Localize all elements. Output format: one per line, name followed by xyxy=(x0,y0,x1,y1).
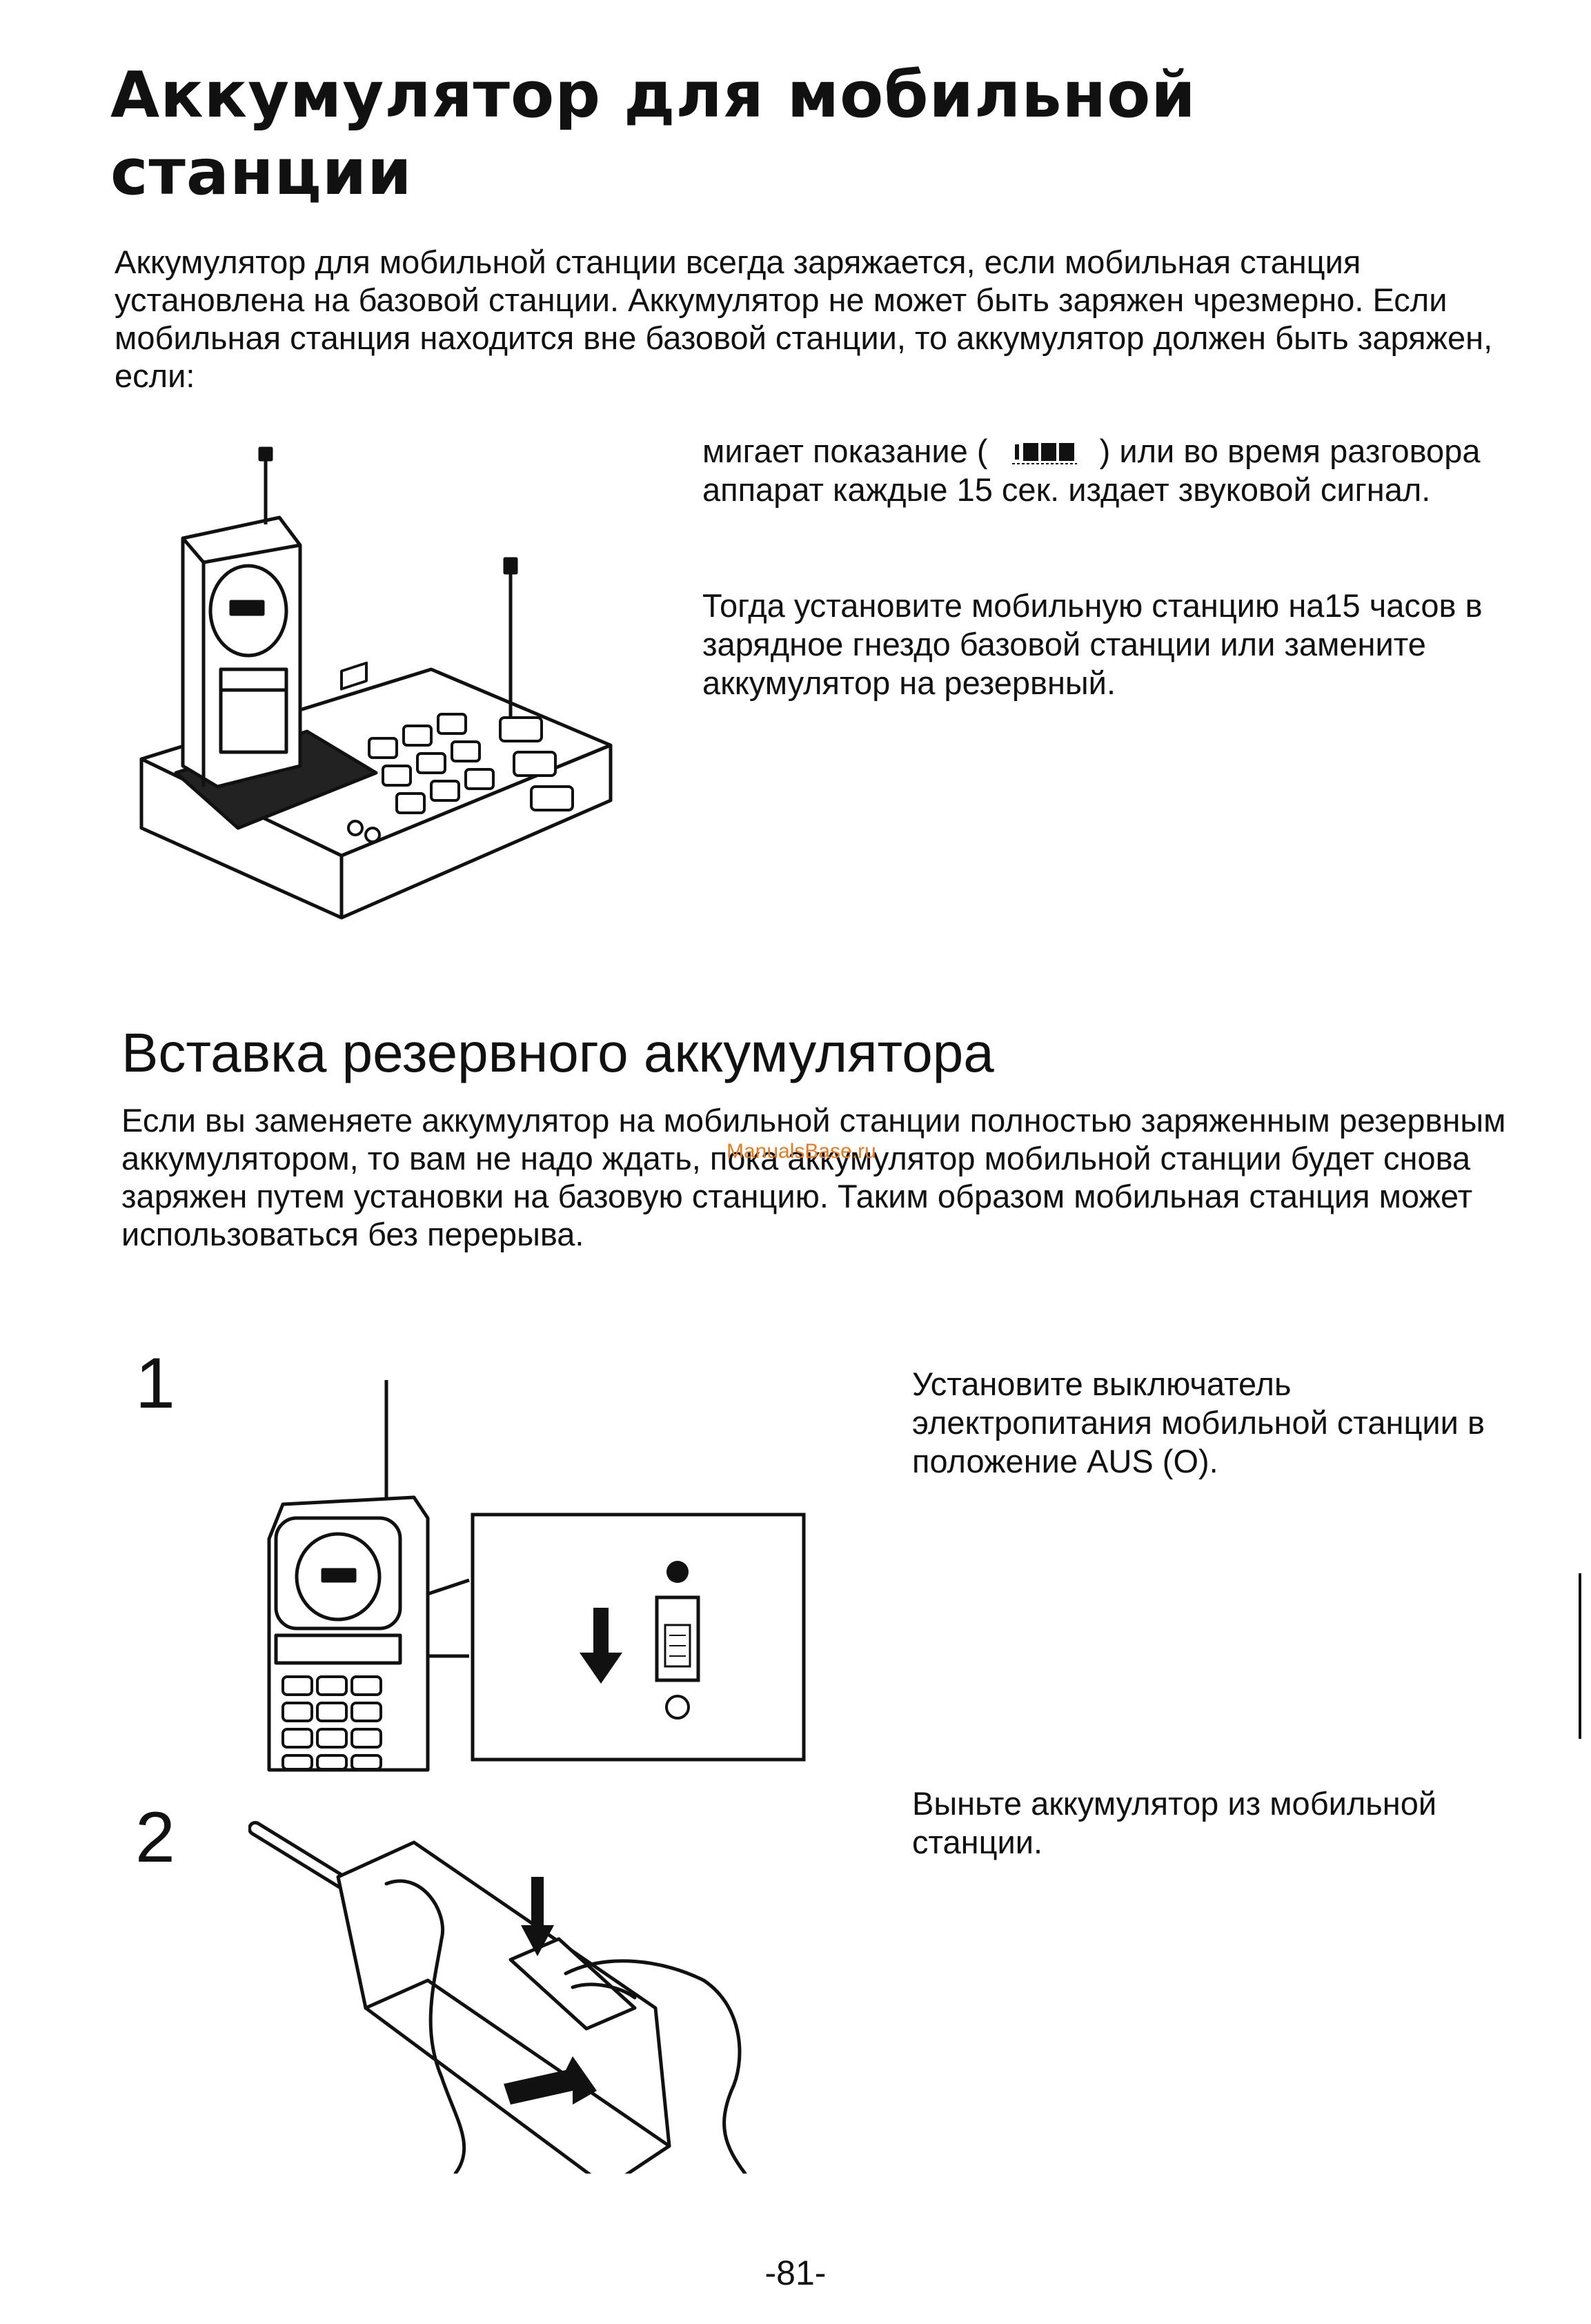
margin-rule xyxy=(1579,1573,1581,1739)
battery-level-icon xyxy=(1002,439,1085,466)
charge-condition-text: мигает показание ( ) или во время разгов… xyxy=(702,432,1516,509)
condition-before: мигает показание ( xyxy=(702,433,988,469)
page-title: Аккумулятор для мобильной станции xyxy=(110,58,1196,209)
step-1-text: Установите выключатель электропитания мо… xyxy=(912,1366,1485,1479)
power-switch-illustration xyxy=(262,1380,814,1773)
arrow-down-icon xyxy=(580,1608,622,1684)
step-1-number: 1 xyxy=(135,1343,175,1424)
page-number: -81- xyxy=(764,2254,827,2292)
charge-action-text: Тогда установите мобильную станцию на15 … xyxy=(702,587,1483,701)
step-2-text: Выньте аккумулятор из мобильной станции. xyxy=(912,1785,1437,1860)
section-body: Если вы заменяете аккумулятор на мобильн… xyxy=(121,1102,1506,1252)
base-station-illustration xyxy=(135,442,631,938)
condition-after: ) или во время разговора аппарат каждые … xyxy=(702,433,1481,508)
watermark: ManualsBase.ru xyxy=(727,1140,876,1163)
intro-paragraph: Аккумулятор для мобильной станции всегда… xyxy=(115,244,1493,394)
section-heading: Вставка резервного аккумулятора xyxy=(121,1022,994,1083)
step-2-number: 2 xyxy=(135,1798,175,1878)
remove-battery-illustration xyxy=(248,1801,800,2174)
